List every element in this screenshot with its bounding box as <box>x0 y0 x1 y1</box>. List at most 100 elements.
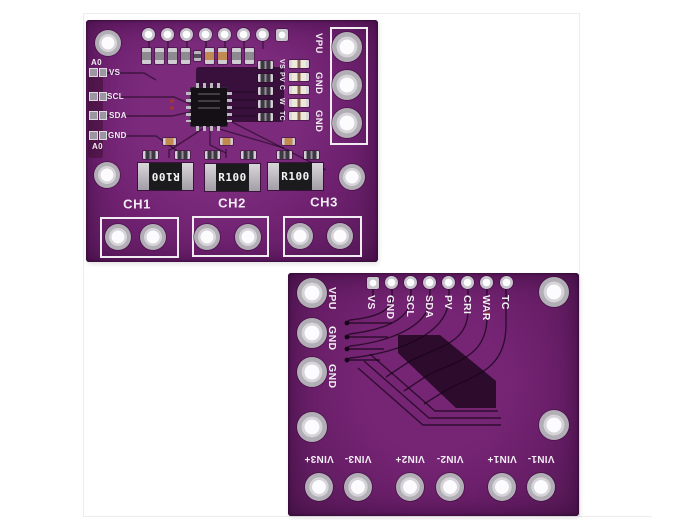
label-led-cri: C <box>278 85 285 91</box>
label-led-tc: TC <box>278 111 285 122</box>
indicator-led <box>289 99 309 107</box>
resistor-cap <box>182 163 193 190</box>
ch1-terminal-box <box>100 217 179 258</box>
label-gnd-2: GND <box>313 110 324 133</box>
label-a0-bottom: A0 <box>92 142 103 151</box>
indicator-led <box>289 60 309 68</box>
resistor-cap <box>312 163 323 190</box>
header-pad <box>404 276 417 289</box>
terminal-hole <box>194 224 220 250</box>
header-pad <box>461 276 474 289</box>
smd-capacitor <box>282 138 295 145</box>
header-pad <box>180 28 193 41</box>
smd-component <box>205 48 214 64</box>
smd-resistor <box>304 151 319 159</box>
label-vin2-minus: VIN2- <box>436 453 464 464</box>
label-vin3-plus: VIN3+ <box>304 453 334 464</box>
label-gnd: GND <box>384 295 396 320</box>
resistor-cap <box>268 163 279 190</box>
smd-resistor <box>205 151 220 159</box>
ic-pins-bottom <box>196 126 222 131</box>
solder-jumper <box>90 93 106 100</box>
smd-component <box>155 48 164 64</box>
smd-component <box>142 48 151 64</box>
smd-resistor <box>258 113 273 121</box>
label-vpu: VPU <box>313 33 324 54</box>
indicator-led <box>289 73 309 81</box>
shunt-value: R100 <box>151 170 180 183</box>
label-gnd-1: GND <box>326 326 338 351</box>
shunt-resistor-ch3: R100 <box>268 163 323 190</box>
power-header-box <box>330 27 368 145</box>
label-scl: SCL <box>107 92 124 101</box>
header-pad <box>442 276 455 289</box>
ic-pins-top <box>196 83 222 88</box>
label-vin1-minus: VIN1- <box>527 453 555 464</box>
terminal-hole <box>327 223 353 249</box>
smd-capacitor <box>220 138 233 145</box>
label-pv: PV <box>442 295 454 310</box>
smd-component <box>245 48 254 64</box>
label-led-pv: PV <box>278 72 285 83</box>
via <box>170 106 174 110</box>
mounting-hole <box>539 277 569 307</box>
solder-jumper <box>90 132 106 139</box>
label-war: WAR <box>480 295 492 321</box>
vin-hole <box>488 473 516 501</box>
smd-resistor <box>277 151 292 159</box>
gnd-hole <box>332 108 362 138</box>
header-pad <box>218 28 231 41</box>
mounting-hole <box>339 164 365 190</box>
label-tc: TC <box>499 295 511 310</box>
smd-resistor <box>143 151 158 159</box>
label-a0-top: A0 <box>91 58 102 67</box>
vin-hole <box>305 473 333 501</box>
shunt-value: R100 <box>218 171 247 184</box>
header-pad-square <box>276 29 288 41</box>
mounting-hole <box>95 30 121 56</box>
back-board: VPU GND GND VS GND SCL SDA PV CRI WAR TC… <box>288 273 579 516</box>
terminal-hole <box>235 224 261 250</box>
vpu-hole <box>332 32 362 62</box>
smd-component <box>168 48 177 64</box>
label-sda: SDA <box>423 295 435 319</box>
smd-component <box>218 48 227 64</box>
smd-component <box>194 51 201 61</box>
terminal-hole <box>140 224 166 250</box>
ic-marking-line <box>198 100 220 102</box>
smd-resistor <box>258 61 273 69</box>
solder-jumper <box>90 69 106 76</box>
label-scl: SCL <box>404 295 416 318</box>
terminal-hole <box>105 224 131 250</box>
mounting-hole <box>297 412 327 442</box>
indicator-led <box>289 86 309 94</box>
label-sda: SDA <box>109 111 127 120</box>
label-vin3-minus: VIN3- <box>344 453 372 464</box>
label-gnd-2: GND <box>326 364 338 389</box>
vin-hole <box>344 473 372 501</box>
ic-pins-left <box>186 92 191 122</box>
smd-component <box>181 48 190 64</box>
smd-resistor <box>258 87 273 95</box>
label-vin1-plus: VIN1+ <box>487 453 517 464</box>
resistor-cap <box>205 164 216 191</box>
label-led-vs: VS <box>278 59 285 70</box>
label-ch1: CH1 <box>123 196 151 212</box>
ch3-terminal-box <box>283 216 362 257</box>
ic-marking-line <box>198 107 220 109</box>
label-vin2-plus: VIN2+ <box>395 453 425 464</box>
gnd-hole <box>332 70 362 100</box>
photo-frame-bottom-line <box>580 516 652 517</box>
mounting-hole <box>94 162 120 188</box>
label-vs: VS <box>365 295 377 310</box>
via <box>170 99 174 103</box>
header-pad <box>199 28 212 41</box>
header-pad <box>385 276 398 289</box>
mounting-hole <box>539 410 569 440</box>
front-board: A0 VS SCL SDA GND A0 VS PV C <box>86 20 378 262</box>
label-vs: VS <box>109 68 121 77</box>
label-ch2: CH2 <box>218 195 246 211</box>
resistor-cap <box>249 164 260 191</box>
ina3221-ic-chip <box>186 83 232 131</box>
